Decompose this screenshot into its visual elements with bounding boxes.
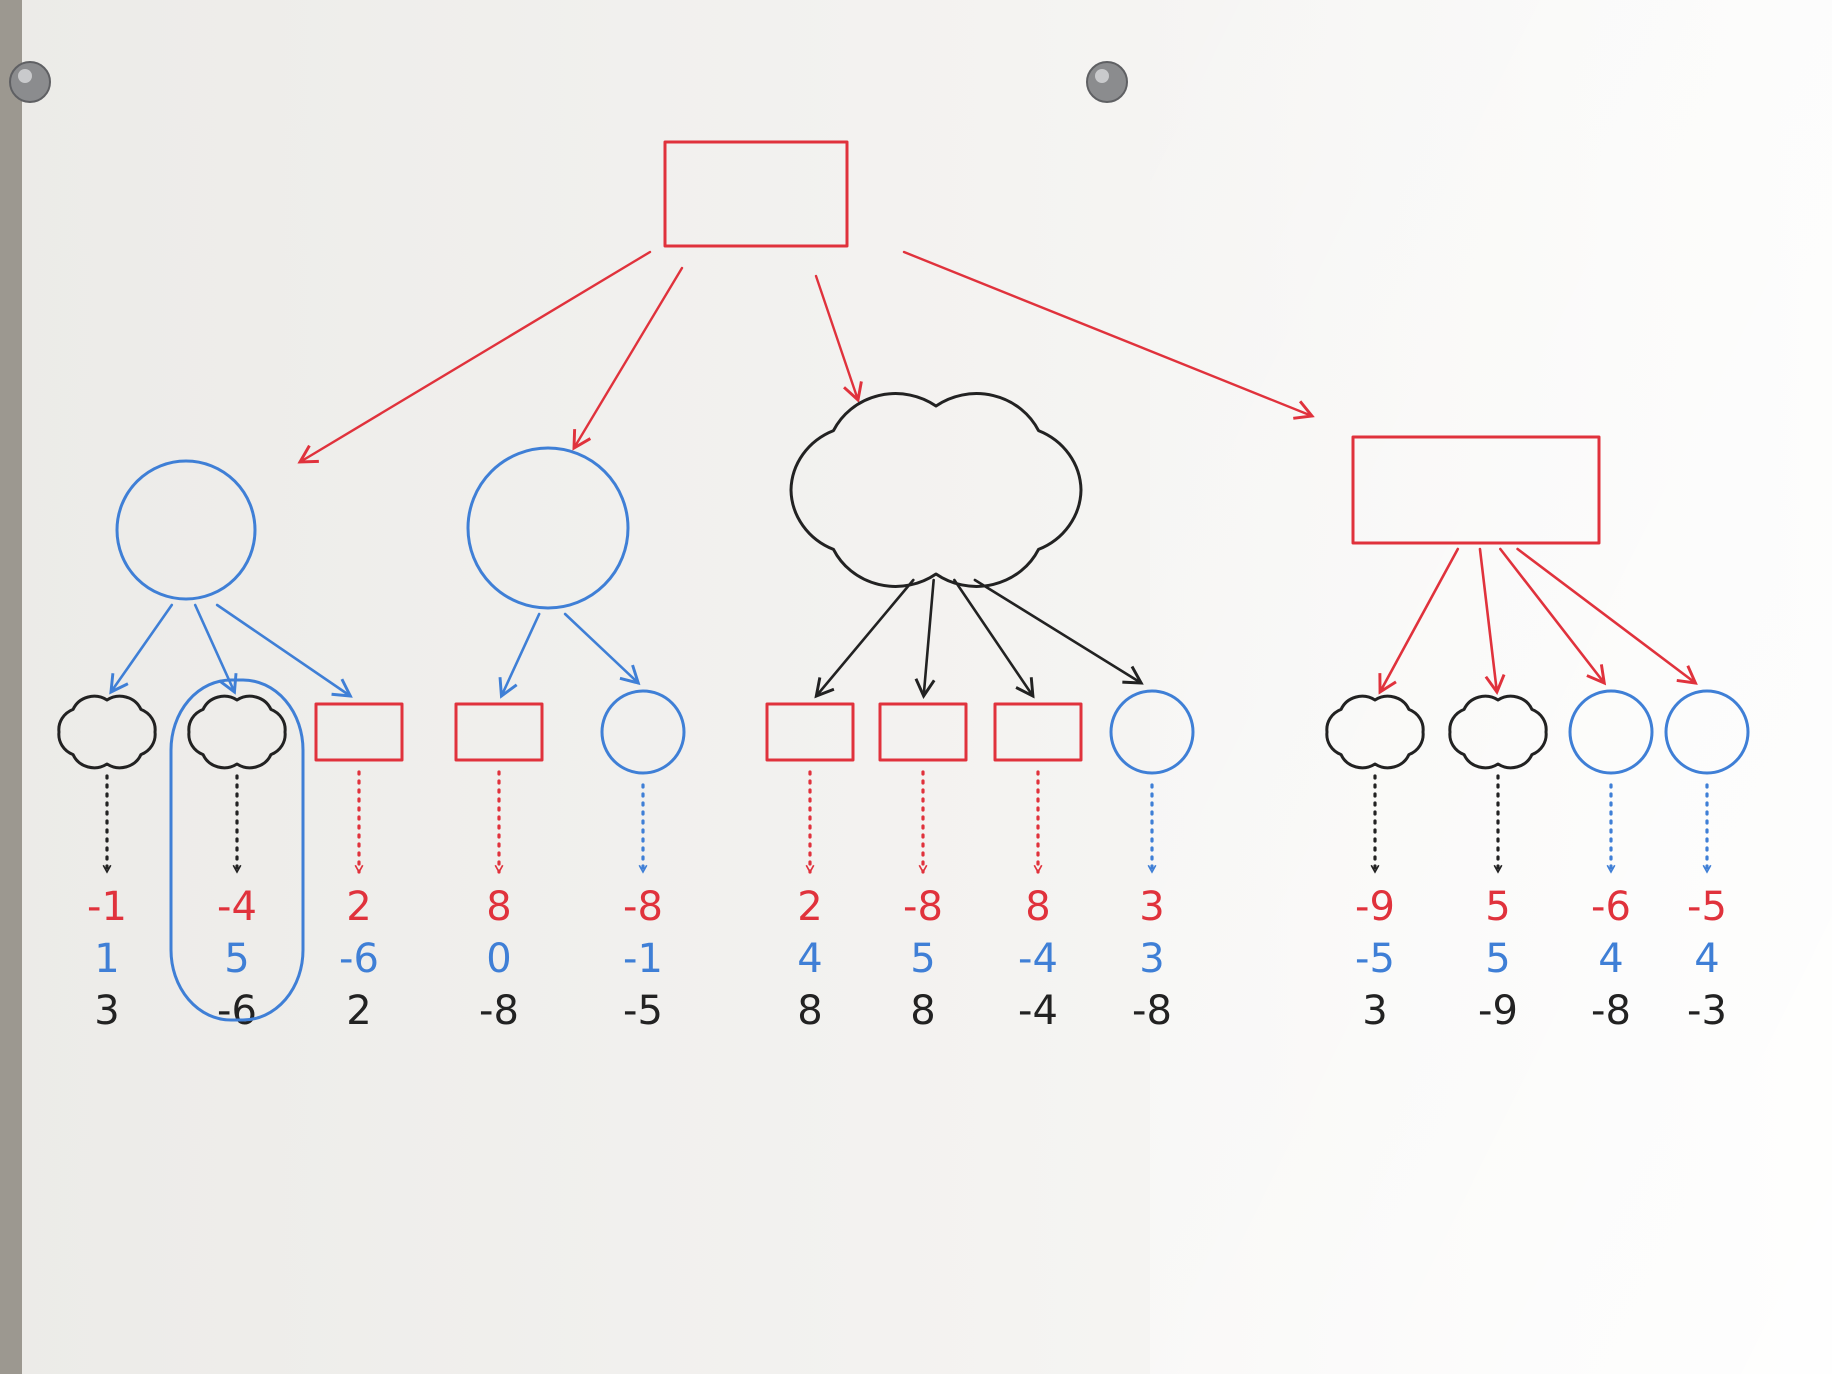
root-node — [663, 140, 849, 248]
payoff-value-black: -8 — [1132, 988, 1172, 1034]
leaf-node — [993, 702, 1083, 762]
payoff-value-red: -6 — [1591, 884, 1631, 930]
branch-edge — [814, 578, 915, 699]
payoff-value-red: -8 — [623, 884, 663, 930]
leaf-node — [57, 694, 157, 770]
payoff-value-black: -5 — [623, 988, 663, 1034]
window-glare — [1150, 0, 1832, 1374]
highlight-loop — [169, 678, 305, 1022]
branch-edge — [193, 603, 238, 695]
payoff-value-black: 3 — [1362, 988, 1387, 1034]
branch-edge — [1478, 547, 1506, 695]
payoff-value-blue: -6 — [339, 936, 379, 982]
leaf-node — [187, 694, 287, 770]
payoff-value-black: -3 — [1687, 988, 1727, 1034]
branch-node-3 — [789, 392, 1083, 588]
payoff-value-blue: 4 — [797, 936, 822, 982]
payoff-value-blue: 5 — [224, 936, 249, 982]
pin-highlight — [1095, 69, 1109, 83]
payoff-value-red: -1 — [87, 884, 127, 930]
branch-edge — [215, 603, 353, 698]
branch-edge — [1516, 547, 1698, 685]
root-edge-3 — [814, 274, 863, 403]
branch-edge — [914, 578, 936, 700]
payoff-value-red: -8 — [903, 884, 943, 930]
payoff-value-black: -8 — [479, 988, 519, 1034]
payoff-value-black: 3 — [94, 988, 119, 1034]
root-edge-4 — [902, 250, 1315, 420]
payoff-value-blue: 0 — [486, 936, 511, 982]
branch-edge — [1499, 547, 1607, 686]
branch-node-2 — [466, 446, 630, 610]
payoff-value-blue: 5 — [1485, 936, 1510, 982]
payoff-value-blue: 4 — [1598, 936, 1623, 982]
leaf-node — [1664, 689, 1750, 775]
leaf-node — [600, 689, 686, 775]
leaf-node — [765, 702, 855, 762]
branch-edge — [563, 612, 641, 686]
branch-node-1 — [115, 459, 257, 601]
leaf-node — [1448, 694, 1548, 770]
payoff-value-black: -4 — [1018, 988, 1058, 1034]
payoff-value-red: 2 — [797, 884, 822, 930]
payoff-value-blue: 5 — [910, 936, 935, 982]
mounting-pin-icon — [9, 61, 51, 103]
payoff-value-blue: -4 — [1018, 936, 1058, 982]
mounting-pin-icon — [1086, 61, 1128, 103]
pin-highlight — [18, 69, 32, 83]
payoff-value-red: -4 — [217, 884, 257, 930]
payoff-value-black: 8 — [797, 988, 822, 1034]
payoff-value-black: -8 — [1591, 988, 1631, 1034]
payoff-value-blue: 1 — [94, 936, 119, 982]
branch-edge — [953, 578, 1035, 699]
payoff-value-black: -6 — [217, 988, 257, 1034]
leaf-node — [1325, 694, 1425, 770]
branch-edge — [498, 612, 541, 699]
branch-edge — [1378, 547, 1460, 695]
root-edge-1 — [297, 250, 652, 464]
leaf-node — [1568, 689, 1654, 775]
payoff-value-red: 3 — [1139, 884, 1164, 930]
leaf-node — [314, 702, 404, 762]
leaf-node — [1109, 689, 1195, 775]
branch-edge — [973, 578, 1144, 685]
payoff-value-black: -9 — [1478, 988, 1518, 1034]
payoff-value-red: 5 — [1485, 884, 1510, 930]
payoff-value-black: 2 — [346, 988, 371, 1034]
payoff-value-blue: -5 — [1355, 936, 1395, 982]
payoff-value-blue: -1 — [623, 936, 663, 982]
root-edge-2 — [572, 266, 684, 451]
branch-node-4 — [1351, 435, 1601, 545]
payoff-value-red: 8 — [1025, 884, 1050, 930]
payoff-value-black: 8 — [910, 988, 935, 1034]
payoff-value-red: -9 — [1355, 884, 1395, 930]
payoff-value-blue: 4 — [1694, 936, 1719, 982]
payoff-value-red: 8 — [486, 884, 511, 930]
branch-edge — [109, 603, 174, 695]
payoff-value-blue: 3 — [1139, 936, 1164, 982]
payoff-value-red: 2 — [346, 884, 371, 930]
board-frame-left — [0, 0, 22, 1374]
payoff-value-red: -5 — [1687, 884, 1727, 930]
leaf-node — [454, 702, 544, 762]
leaf-node — [878, 702, 968, 762]
